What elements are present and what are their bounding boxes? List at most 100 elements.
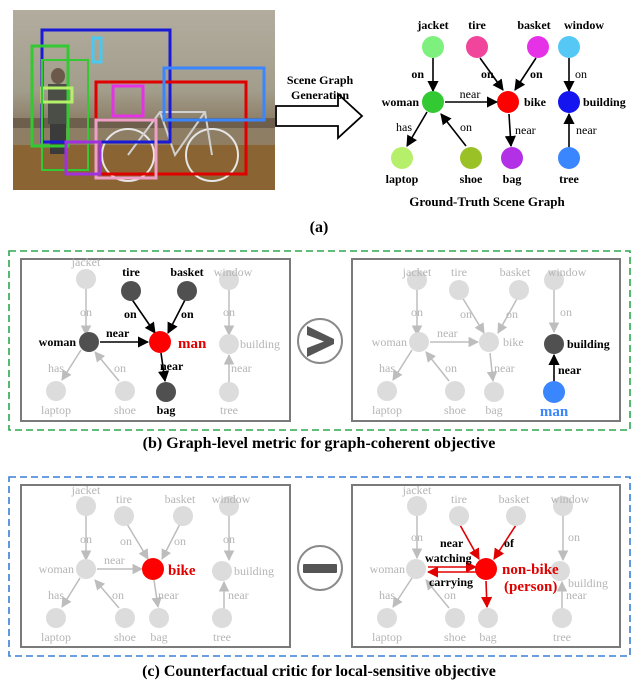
edge-label-on: on bbox=[411, 67, 424, 81]
c-left-edge-on: on bbox=[223, 532, 235, 546]
c-right-label-shoe: shoe bbox=[444, 630, 466, 644]
c-right-edge-on: on bbox=[568, 530, 580, 544]
b-right-label-window: window bbox=[548, 265, 587, 279]
c-left-label-tire: tire bbox=[116, 492, 132, 506]
panel-b: jacket tire basket window on on on on ne… bbox=[8, 250, 631, 452]
c-right-label-laptop: laptop bbox=[372, 630, 402, 644]
edge-label-near: near bbox=[576, 123, 597, 137]
c-right-label-basket: basket bbox=[499, 492, 530, 506]
node-label-jacket: jacket bbox=[416, 18, 448, 32]
panel-c-right-graph: jacket tire basket window on on near of … bbox=[351, 483, 621, 648]
graph-caption: Ground-Truth Scene Graph bbox=[409, 194, 565, 209]
b-left-subject-man: man bbox=[178, 336, 207, 352]
c-left-edge-near: near bbox=[104, 553, 125, 567]
edge-label-on: on bbox=[575, 67, 587, 81]
panel-a-tag: (a) bbox=[310, 219, 329, 236]
panel-a: Scene Graph Generation on on on on near … bbox=[13, 10, 626, 236]
b-left-label-bag: bag bbox=[157, 403, 176, 417]
b-right-edge-near: near bbox=[494, 361, 515, 375]
c-right-edge-on: on bbox=[444, 588, 456, 602]
node-shoe bbox=[460, 147, 482, 169]
c-left-edge-near: near bbox=[228, 588, 249, 602]
c-right-label-jacket: jacket bbox=[402, 483, 432, 497]
b-right-label-shoe: shoe bbox=[444, 403, 466, 417]
b-left-label-woman: woman bbox=[39, 335, 77, 349]
edge-label-on: on bbox=[460, 120, 472, 134]
b-right-edge-on: on bbox=[460, 307, 472, 321]
node-building bbox=[558, 91, 580, 113]
c-left-label-bag: bag bbox=[150, 630, 167, 644]
c-right-label-window: window bbox=[551, 492, 590, 506]
c-right-subject-person: (person) bbox=[504, 579, 557, 595]
panel-c-caption: (c) Counterfactual critic for local-sens… bbox=[142, 663, 496, 680]
node-laptop bbox=[391, 147, 413, 169]
node-window bbox=[558, 36, 580, 58]
b-right-label-bag: bag bbox=[485, 403, 502, 417]
edge-label-has: has bbox=[396, 120, 412, 134]
generation-arrow: Scene Graph Generation bbox=[275, 73, 364, 141]
b-right-edge-on: on bbox=[506, 307, 518, 321]
b-right-label-woman: woman bbox=[372, 335, 407, 349]
b-left-edge-on: on bbox=[114, 361, 126, 375]
b-left-edge-on: on bbox=[181, 307, 194, 321]
c-right-edge-has: has bbox=[379, 588, 395, 602]
node-label-tree: tree bbox=[559, 172, 579, 186]
b-right-edge-near: near bbox=[558, 363, 582, 377]
c-right-edge-watching: watching bbox=[425, 551, 472, 565]
c-right-edge-of: of bbox=[504, 536, 515, 550]
greater-than-icon bbox=[297, 318, 343, 364]
node-woman bbox=[422, 91, 444, 113]
edge-label-near: near bbox=[515, 123, 536, 137]
c-right-label-building: building bbox=[568, 576, 608, 590]
b-right-label-tire: tire bbox=[451, 265, 467, 279]
node-label-building: building bbox=[583, 95, 626, 109]
node-tree bbox=[558, 147, 580, 169]
minus-icon bbox=[297, 545, 343, 591]
c-left-edge-near: near bbox=[158, 588, 179, 602]
b-left-label-basket: basket bbox=[170, 265, 203, 279]
c-right-label-bag: bag bbox=[479, 630, 496, 644]
b-right-label-building: building bbox=[567, 337, 610, 351]
node-label-bag: bag bbox=[503, 172, 522, 186]
b-left-edge-near: near bbox=[231, 361, 252, 375]
b-left-label-building: building bbox=[240, 337, 280, 351]
b-right-label-laptop: laptop bbox=[372, 403, 402, 417]
b-right-edge-on: on bbox=[560, 305, 572, 319]
c-right-edge-on: on bbox=[411, 530, 423, 544]
node-tire bbox=[466, 36, 488, 58]
c-left-label-building: building bbox=[234, 564, 274, 578]
node-label-woman: woman bbox=[382, 95, 420, 109]
c-left-label-shoe: shoe bbox=[114, 630, 136, 644]
panel-b-caption: (b) Graph-level metric for graph-coheren… bbox=[143, 435, 496, 452]
c-right-edge-carrying: carrying bbox=[429, 575, 473, 589]
b-left-edge-on: on bbox=[223, 305, 235, 319]
node-bag bbox=[501, 147, 523, 169]
c-left-label-woman: woman bbox=[39, 562, 74, 576]
c-right-edge-near: near bbox=[440, 536, 464, 550]
c-right-label-woman: woman bbox=[370, 562, 405, 576]
arrow-label-line2: Generation bbox=[291, 88, 349, 102]
node-label-tire: tire bbox=[468, 18, 486, 32]
b-left-label-window: window bbox=[214, 265, 253, 279]
b-right-label-bike: bike bbox=[503, 335, 524, 349]
b-left-edge-near: near bbox=[106, 326, 130, 340]
b-left-label-tree: tree bbox=[220, 403, 238, 417]
edge-label-near: near bbox=[460, 87, 481, 101]
b-right-edge-on: on bbox=[411, 305, 423, 319]
b-left-edge-has: has bbox=[48, 361, 64, 375]
c-right-label-tire: tire bbox=[451, 492, 467, 506]
c-left-label-window: window bbox=[212, 492, 251, 506]
panel-c-left-graph: jacket tire basket window on on on on ne… bbox=[20, 483, 291, 648]
b-right-edge-on: on bbox=[445, 361, 457, 375]
panel-b-border bbox=[8, 250, 631, 431]
c-left-edge-on: on bbox=[174, 534, 186, 548]
b-right-edge-has: has bbox=[379, 361, 395, 375]
node-label-laptop: laptop bbox=[386, 172, 419, 186]
arrow-label-line1: Scene Graph bbox=[287, 73, 354, 87]
b-left-label-laptop: laptop bbox=[41, 403, 71, 417]
b-right-label-jacket: jacket bbox=[402, 265, 432, 279]
c-right-label-tree: tree bbox=[553, 630, 571, 644]
panel-b-left-graph: jacket tire basket window on on on on ne… bbox=[20, 255, 291, 422]
